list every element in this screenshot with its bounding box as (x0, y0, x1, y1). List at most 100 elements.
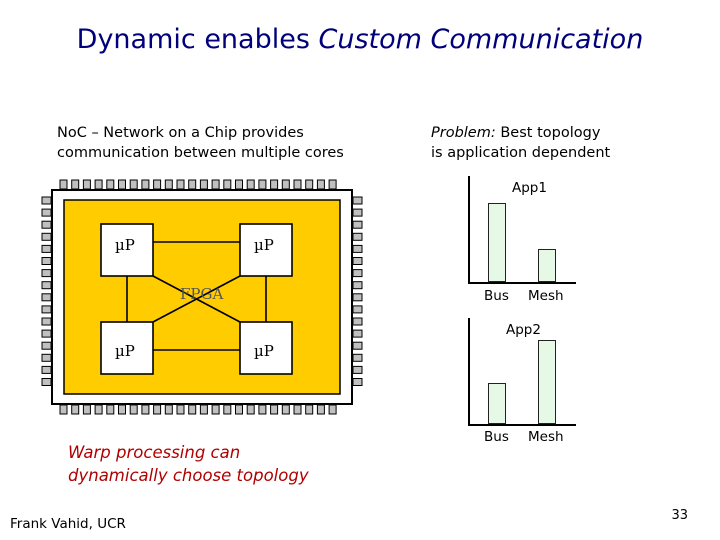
app2-tick-mesh: Mesh (528, 429, 564, 445)
app1-x-axis (468, 282, 576, 284)
chip-pin-top (281, 179, 290, 190)
app1-chart: App1 Bus Mesh (460, 176, 620, 306)
problem-description: Problem: Best topology is application de… (431, 123, 610, 163)
problem-line-1: Best topology (495, 125, 601, 141)
chip-pin-top (199, 179, 208, 190)
chip-pin-bottom (59, 404, 68, 415)
app1-chart-title: App1 (512, 180, 547, 196)
chip-pin-right (352, 365, 363, 374)
chip-pin-bottom (258, 404, 267, 415)
page-number: 33 (671, 508, 688, 523)
chip-pin-top (328, 179, 337, 190)
chip-pin-top (106, 179, 115, 190)
chip-pin-bottom (199, 404, 208, 415)
chip-pin-top (188, 179, 197, 190)
chip-pin-bottom (71, 404, 80, 415)
app1-tick-mesh: Mesh (528, 288, 564, 304)
chip-pin-right (352, 329, 363, 338)
chip-pin-bottom (281, 404, 290, 415)
app1-bar-bus (488, 202, 506, 282)
chip-pin-top (153, 179, 162, 190)
chip-pin-top (129, 179, 138, 190)
chip-pin-left (41, 329, 52, 338)
chip-pin-left (41, 341, 52, 350)
problem-line-2: is application dependent (431, 145, 611, 161)
chip-pin-top (235, 179, 243, 190)
noc-description: NoC – Network on a Chip provides communi… (57, 123, 344, 163)
chip-pin-right (352, 244, 363, 253)
chip-pin-top (258, 179, 267, 190)
chip-pin-top (270, 179, 279, 190)
noc-line-2: communication between multiple cores (57, 145, 344, 161)
warp-processing-note: Warp processing can dynamically choose t… (68, 441, 309, 487)
chip-pin-top (164, 179, 173, 190)
chip-pin-bottom (106, 404, 115, 415)
chip-pin-left (41, 293, 52, 302)
chip-pin-top (211, 179, 220, 190)
app1-bar-mesh (538, 248, 556, 282)
chip-pin-bottom (118, 404, 126, 415)
app1-y-axis (468, 176, 470, 284)
link-diag-2 (152, 275, 241, 323)
chip-pin-bottom (164, 404, 173, 415)
chip-pin-top (316, 179, 325, 190)
chip-pin-left (41, 208, 52, 217)
chip-pin-bottom (293, 404, 302, 415)
chip-pin-right (352, 353, 363, 362)
core-label-2: µP (254, 236, 274, 254)
title-main: Dynamic enables (76, 24, 319, 55)
chip-pin-bottom (316, 404, 325, 415)
chip-pin-left (41, 305, 52, 314)
chip-pin-right (352, 257, 363, 265)
page-title: Dynamic enables Custom Communication (0, 24, 720, 55)
app2-bar-mesh (538, 339, 556, 424)
author-footer: Frank Vahid, UCR (10, 516, 126, 532)
chip-pin-right (352, 196, 363, 205)
interconnect-lines (126, 241, 267, 351)
noc-line-1: NoC – Network on a Chip provides (57, 125, 304, 141)
chip-pin-top (176, 179, 185, 190)
chip-pin-top (305, 179, 314, 190)
chip-pin-bottom (270, 404, 279, 415)
chip-pin-left (41, 257, 52, 265)
chip-pin-right (352, 341, 363, 350)
warp-line-1: Warp processing can (68, 443, 241, 462)
chip-pin-right (352, 305, 363, 314)
app1-tick-bus: Bus (484, 288, 509, 304)
chip-pin-top (223, 179, 232, 190)
chip-pin-right (352, 220, 363, 229)
chip-pin-top (94, 179, 103, 190)
chip-pin-bottom (176, 404, 185, 415)
chip-pin-bottom (153, 404, 162, 415)
app2-y-axis (468, 318, 470, 426)
chip-pin-right (352, 208, 363, 217)
app2-chart-title: App2 (506, 322, 541, 338)
chip-pin-bottom (328, 404, 337, 415)
chip-pin-left (41, 244, 52, 253)
chip-pin-top (59, 179, 68, 190)
core-box-1 (100, 223, 154, 277)
chip-pin-top (71, 179, 80, 190)
chip-pin-bottom (305, 404, 314, 415)
chip-pin-bottom (246, 404, 255, 415)
chip-pin-bottom (223, 404, 232, 415)
chip-pin-bottom (141, 404, 150, 415)
chip-pin-left (41, 365, 52, 374)
chip-pin-top (141, 179, 150, 190)
chip-pin-left (41, 353, 52, 362)
chip-pin-left (41, 317, 52, 326)
chip-pin-right (352, 281, 363, 290)
app2-tick-bus: Bus (484, 429, 509, 445)
chip-pin-left (41, 378, 52, 386)
chip-pin-top (246, 179, 255, 190)
chip-pin-left (41, 232, 52, 241)
chip-pin-bottom (129, 404, 138, 415)
chip-pin-left (41, 220, 52, 229)
chip-pin-bottom (211, 404, 220, 415)
app2-x-axis (468, 424, 576, 426)
chip-pin-right (352, 293, 363, 302)
fpga-label: FPGA (180, 285, 224, 303)
chip-pin-bottom (235, 404, 243, 415)
problem-label: Problem: (431, 125, 496, 141)
